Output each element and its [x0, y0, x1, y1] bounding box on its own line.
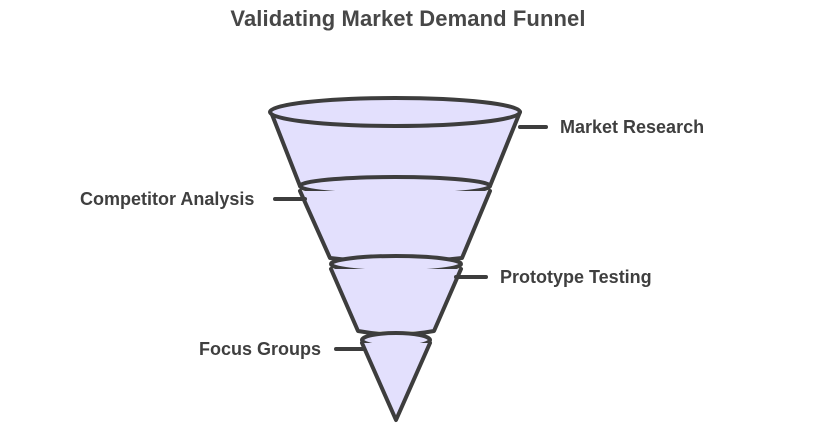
funnel-stage-prototype-testing [329, 254, 463, 337]
funnel-stage-1-fill [271, 112, 520, 186]
label-focus-groups: Focus Groups [199, 339, 322, 359]
funnel-stage-3-fill [331, 269, 461, 331]
label-market-research: Market Research [560, 117, 705, 137]
diagram-title: Validating Market Demand Funnel [230, 6, 586, 31]
funnel-stage-competitor-analysis [298, 175, 492, 264]
funnel-top-rim [268, 96, 522, 128]
funnel-stage-2-fill [300, 191, 490, 258]
label-competitor-analysis: Competitor Analysis [80, 189, 255, 209]
funnel-stage-focus-groups [360, 331, 432, 422]
label-prototype-testing: Prototype Testing [500, 267, 652, 287]
funnel-stage-4-body [360, 341, 432, 422]
funnel-stage-4-fill [362, 343, 430, 420]
